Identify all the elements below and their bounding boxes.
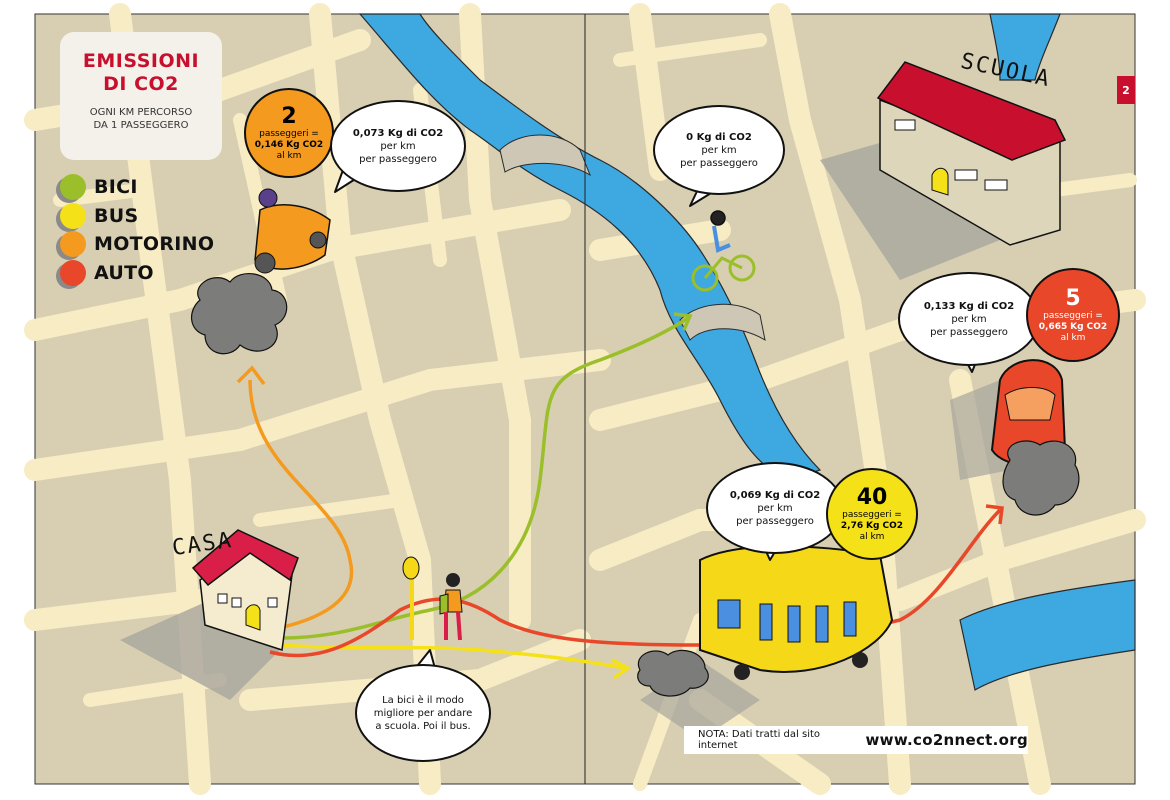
cyclist	[691, 210, 756, 292]
kid-bubble-line1: La bici è il modo	[382, 694, 464, 706]
motorino-bubble-line2: per km	[380, 140, 416, 152]
subtitle-line2: DA 1 PASSEGGERO	[93, 120, 189, 131]
car-vehicle	[990, 359, 1067, 466]
legend-label-bici: BICI	[94, 176, 138, 198]
bici-speech-bubble: 0 Kg di CO2 per km per passeggero	[653, 105, 785, 195]
bus-passengers-badge: 40 passeggeri = 2,76 Kg CO2 al km	[826, 468, 918, 560]
bus-total-unit: Kg CO2	[866, 520, 904, 531]
smoke-bus	[637, 649, 709, 697]
subtitle-line1: OGNI KM PERCORSO	[89, 107, 193, 118]
motorino-passengers-badge: 2 passeggeri = 0,146 Kg CO2 al km	[244, 88, 334, 178]
legend-dot-auto	[60, 260, 86, 286]
legend-label-bus: BUS	[94, 205, 139, 227]
kid-speech-bubble: La bici è il modo migliore per andare a …	[355, 664, 491, 762]
bus-bubble-line2: per km	[757, 502, 793, 514]
legend-item-motorino: MOTORINO	[60, 231, 214, 257]
motorino-total-unit: Kg CO2	[286, 139, 324, 150]
bici-bubble-line2: per km	[701, 144, 737, 156]
title-line1: EMISSIONI	[82, 50, 200, 72]
bus-vehicle	[699, 545, 894, 680]
auto-speech-bubble: 0,133 Kg di CO2 per km per passeggero	[898, 272, 1040, 366]
auto-passengers-badge: 5 passeggeri = 0,665 Kg CO2 al km	[1026, 268, 1120, 362]
auto-bubble-line2: per km	[951, 313, 987, 325]
title-line2: DI CO2	[103, 73, 179, 95]
legend-item-auto: AUTO	[60, 260, 154, 286]
walking-kid	[439, 573, 463, 641]
smoke-motorino	[191, 273, 288, 355]
legend-dot-bici	[60, 174, 86, 200]
legend-dot-motorino	[60, 231, 86, 257]
school-building	[876, 61, 1067, 246]
auto-passengers-label: passeggeri =	[1043, 310, 1103, 321]
kid-bubble-line2: migliore per andare	[373, 707, 473, 719]
auto-bubble-line3: per passeggero	[930, 326, 1008, 338]
auto-per-km: al km	[1060, 332, 1086, 343]
legend-item-bus: BUS	[60, 203, 139, 229]
motorino-bubble-line3: per passeggero	[359, 153, 437, 165]
scooter-vehicle	[254, 188, 331, 274]
route-auto	[269, 508, 1002, 658]
motorino-total-value: 0,146	[254, 139, 284, 150]
auto-total-value: 0,665	[1038, 321, 1068, 332]
auto-passenger-count: 5	[1065, 285, 1081, 311]
motorino-bubble-value: 0,073 Kg di CO2	[352, 127, 444, 139]
bus-passenger-count: 40	[856, 484, 888, 510]
motorino-passenger-count: 2	[281, 103, 297, 129]
source-note: NOTA: Dati tratti dal sito internet www.…	[684, 726, 1028, 754]
legend-item-bici: BICI	[60, 174, 138, 200]
motorino-per-km: al km	[276, 150, 302, 161]
legend-dot-bus	[60, 203, 86, 229]
page-number: 2	[1117, 76, 1135, 104]
bici-bubble-value: 0 Kg di CO2	[686, 131, 752, 143]
bus-bubble-line3: per passeggero	[736, 515, 814, 527]
motorino-speech-bubble: 0,073 Kg di CO2 per km per passeggero	[330, 100, 466, 192]
title-box: EMISSIONI DI CO2 OGNI KM PERCORSO DA 1 P…	[60, 32, 222, 160]
legend-label-motorino: MOTORINO	[94, 233, 215, 255]
kid-bubble-line3: a scuola. Poi il bus.	[375, 720, 471, 732]
bici-bubble-line3: per passeggero	[680, 157, 758, 169]
bus-passengers-label: passeggeri =	[842, 509, 902, 520]
bus-total-value: 2,76	[840, 520, 864, 531]
route-motorino	[248, 379, 354, 632]
page-title: EMISSIONI DI CO2	[60, 50, 222, 96]
motorino-passengers-label: passeggeri =	[259, 128, 319, 139]
page-subtitle: OGNI KM PERCORSO DA 1 PASSEGGERO	[60, 106, 222, 132]
auto-bubble-value: 0,133 Kg di CO2	[923, 300, 1015, 312]
note-text: NOTA: Dati tratti dal sito internet	[698, 729, 821, 751]
bus-per-km: al km	[859, 531, 885, 542]
legend-label-auto: AUTO	[94, 262, 154, 284]
bus-bubble-value: 0,069 Kg di CO2	[729, 489, 821, 501]
smoke-car	[1002, 440, 1080, 516]
note-url[interactable]: www.co2nnect.org	[865, 731, 1028, 749]
bus-stop-sign	[402, 556, 420, 640]
auto-total-unit: Kg CO2	[1070, 321, 1108, 332]
home-house	[191, 529, 299, 651]
bus-speech-bubble: 0,069 Kg di CO2 per km per passeggero	[706, 462, 844, 554]
